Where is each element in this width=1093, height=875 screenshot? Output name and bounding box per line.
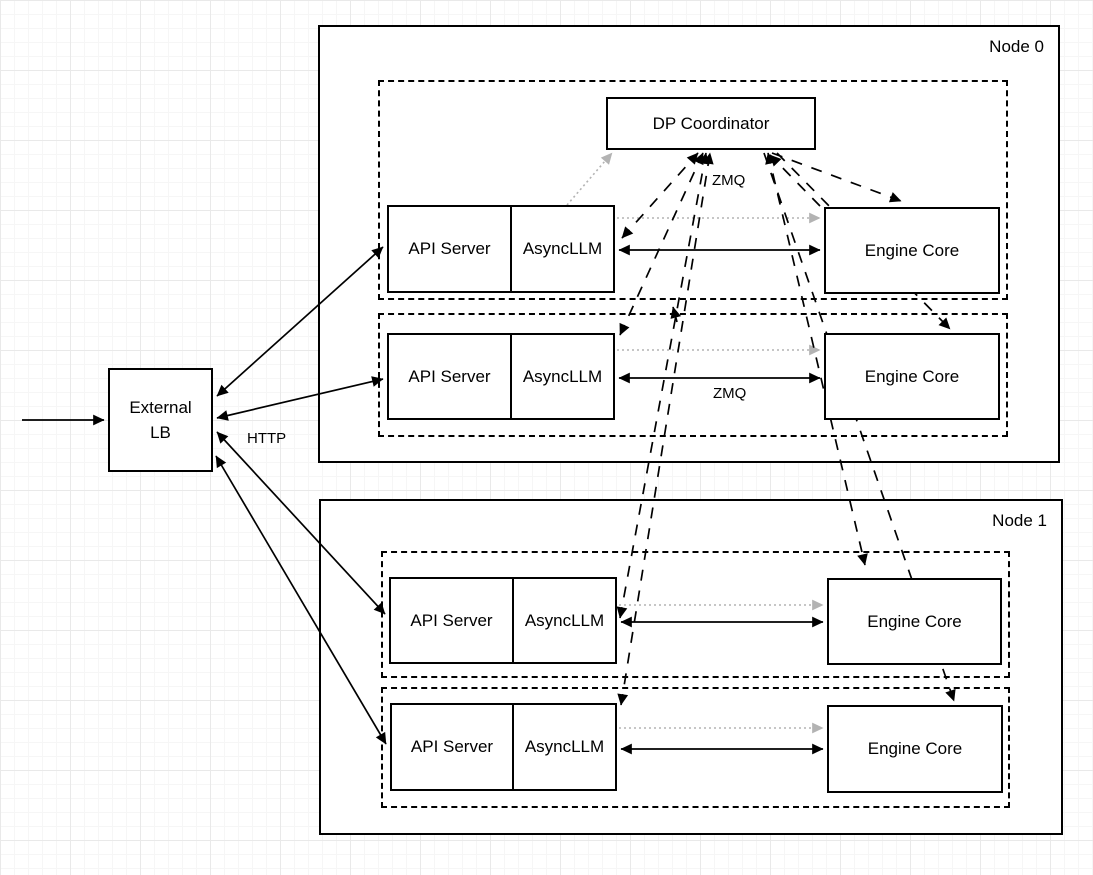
- engine-core-box-3: Engine Core: [827, 578, 1002, 665]
- api-async-box-1: API Server AsyncLLM: [387, 205, 615, 293]
- api-server-cell: API Server: [392, 705, 514, 789]
- api-async-box-4: API Server AsyncLLM: [390, 703, 617, 791]
- asyncllm-cell: AsyncLLM: [514, 579, 615, 662]
- worker-group-node0-rank1: [378, 313, 1008, 437]
- external-lb-label: External LB: [129, 397, 192, 443]
- api-async-box-2: API Server AsyncLLM: [387, 333, 615, 420]
- edge-lb-api1: [216, 246, 384, 397]
- engine-core-label: Engine Core: [867, 611, 962, 631]
- engine-core-label: Engine Core: [864, 366, 960, 386]
- api-server-label: API Server: [408, 366, 491, 386]
- worker-group-node1-rank1: [381, 687, 1010, 808]
- edge-async1-coordinator-dotted: [566, 152, 613, 206]
- api-server-label: API Server: [408, 239, 491, 258]
- edge-lb-api3: [216, 431, 386, 615]
- edge-lb-api4: [215, 455, 387, 745]
- node0-label: Node 0: [989, 37, 1044, 56]
- api-server-cell: API Server: [391, 579, 514, 662]
- asyncllm-label: AsyncLLM: [522, 366, 603, 386]
- asyncllm-label: AsyncLLM: [522, 239, 603, 258]
- asyncllm-label: AsyncLLM: [524, 610, 605, 630]
- edge-lb-api2: [216, 376, 384, 421]
- asyncllm-cell: AsyncLLM: [512, 335, 613, 418]
- http-edge-label: HTTP: [247, 430, 287, 447]
- worker-group-node0-rank0: [378, 80, 1008, 300]
- api-async-box-3: API Server AsyncLLM: [389, 577, 617, 664]
- asyncllm-label: AsyncLLM: [524, 737, 605, 756]
- asyncllm-cell: AsyncLLM: [512, 207, 613, 291]
- api-server-label: API Server: [410, 737, 494, 756]
- zmq-edge-label-top: ZMQ: [712, 172, 746, 189]
- zmq-edge-label-mid: ZMQ: [713, 385, 747, 402]
- api-server-label: API Server: [410, 610, 493, 630]
- edge-coord-async4: [617, 152, 714, 706]
- engine-core-box-2: Engine Core: [824, 333, 1000, 420]
- external-lb-box: External LB: [108, 368, 213, 472]
- api-server-cell: API Server: [389, 207, 512, 291]
- asyncllm-cell: AsyncLLM: [514, 705, 615, 789]
- edge-coord-engine3: [765, 152, 868, 566]
- engine-core-label: Engine Core: [867, 739, 963, 758]
- worker-group-node1-rank0: [381, 551, 1010, 678]
- dp-coordinator-box: DP Coordinator: [606, 97, 816, 150]
- engine-core-box-4: Engine Core: [827, 705, 1003, 793]
- engine-core-label: Engine Core: [864, 240, 960, 260]
- engine-core-box-1: Engine Core: [824, 207, 1000, 294]
- dp-coordinator-label: DP Coordinator: [652, 113, 770, 133]
- node1-label: Node 1: [992, 511, 1047, 530]
- api-server-cell: API Server: [389, 335, 512, 418]
